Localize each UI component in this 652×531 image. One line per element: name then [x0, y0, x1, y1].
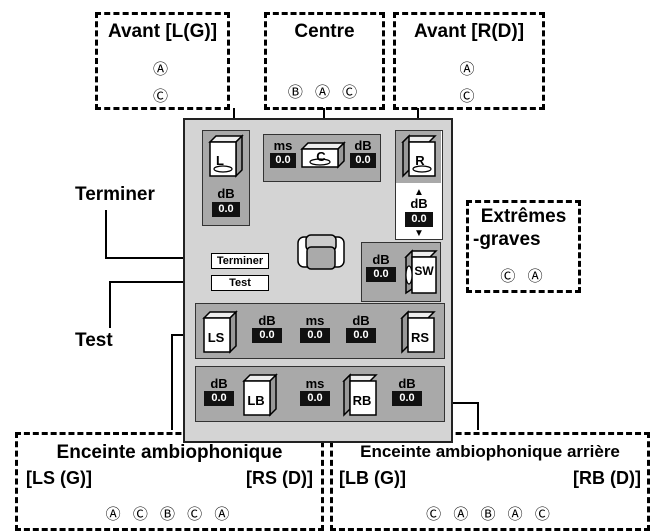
surround-title: Enceinte ambiophonique: [56, 442, 283, 463]
subwoofer-db-value[interactable]: 0.0: [366, 267, 396, 282]
front-right-speaker-label: R: [415, 153, 425, 168]
front-left-box: Avant [L(G)] Ⓐ Ⓒ: [95, 12, 230, 110]
subwoofer-codes: Ⓒ Ⓐ: [500, 268, 547, 285]
center-box: Centre Ⓑ Ⓐ Ⓒ: [264, 12, 385, 110]
surround-left-speaker-icon: [202, 310, 238, 354]
front-right-box: Avant [R(D)] Ⓐ Ⓒ: [393, 12, 545, 110]
front-left-panel: L dB 0.0: [202, 130, 250, 226]
subwoofer-speaker-icon: [404, 249, 438, 295]
center-db-value[interactable]: 0.0: [350, 153, 376, 168]
up-arrow-icon[interactable]: ▲: [414, 187, 424, 198]
surround-left-db-value[interactable]: 0.0: [252, 328, 282, 343]
front-left-db-value[interactable]: 0.0: [212, 202, 240, 217]
terminer-label: Terminer: [75, 184, 155, 205]
surround-right-speaker-icon: [400, 310, 436, 354]
surround-back-left-db-unit: dB: [210, 376, 228, 391]
speaker-room: L dB 0.0 ms 0.0 C dB 0.0 R ▲ dB 0.0 ▼: [183, 118, 453, 443]
surround-back-ms-unit: ms: [305, 376, 325, 391]
surround-codes: Ⓐ Ⓒ Ⓑ Ⓒ Ⓐ: [105, 506, 234, 523]
center-panel: ms 0.0 C dB 0.0: [263, 134, 381, 182]
center-speaker-icon: [300, 141, 346, 169]
front-left-title: Avant [L(G)]: [107, 21, 218, 42]
surround-back-codes: Ⓒ Ⓐ Ⓑ Ⓐ Ⓒ: [426, 506, 554, 523]
center-ms-unit: ms: [273, 138, 293, 153]
center-db-unit: dB: [354, 138, 372, 153]
line-test: [109, 281, 212, 328]
terminer-button[interactable]: Terminer: [211, 253, 269, 269]
surround-left-speaker-label: LS: [207, 330, 225, 345]
subwoofer-panel: dB 0.0 SW: [361, 242, 441, 302]
front-left-code-1: Ⓐ: [152, 61, 172, 78]
surround-ms-value[interactable]: 0.0: [300, 328, 330, 343]
test-button[interactable]: Test: [211, 275, 269, 291]
surround-right-db-value[interactable]: 0.0: [346, 328, 376, 343]
surround-back-right: [RB (D)]: [573, 468, 641, 488]
subwoofer-db-unit: dB: [372, 252, 390, 267]
surround-back-panel: dB 0.0 LB ms 0.0 RB dB 0.0: [195, 366, 445, 422]
surround-right-speaker-label: RS: [410, 330, 430, 345]
listener-chair-icon: [297, 234, 345, 270]
surround-back-right-speaker-label: RB: [352, 393, 372, 408]
line-terminer: [105, 210, 212, 259]
surround-back-left: [LB (G)]: [339, 468, 406, 488]
test-label: Test: [75, 330, 113, 351]
subwoofer-box: Extrêmes -graves Ⓒ Ⓐ: [466, 200, 581, 293]
surround-back-ms-value[interactable]: 0.0: [300, 391, 330, 406]
front-right-speaker-icon: [401, 134, 437, 178]
center-speaker-label: C: [316, 149, 326, 164]
surround-back-right-speaker-icon: [342, 373, 378, 417]
front-right-code-2: Ⓒ: [459, 88, 479, 105]
front-right-code-1: Ⓐ: [459, 61, 479, 78]
front-right-title: Avant [R(D)]: [413, 21, 525, 42]
center-codes: Ⓑ Ⓐ Ⓒ: [287, 84, 362, 101]
surround-back-right-db-unit: dB: [398, 376, 416, 391]
surround-ms-unit: ms: [305, 313, 325, 328]
front-right-db-unit: dB: [410, 196, 428, 211]
subwoofer-title-2: -graves: [473, 229, 541, 250]
surround-back-right-db-value[interactable]: 0.0: [392, 391, 422, 406]
front-left-speaker-icon: [208, 134, 244, 178]
down-arrow-icon[interactable]: ▼: [414, 228, 424, 239]
surround-right-db-unit: dB: [352, 313, 370, 328]
surround-left-db-unit: dB: [258, 313, 276, 328]
front-left-code-2: Ⓒ: [152, 88, 172, 105]
surround-panel: LS dB 0.0 ms 0.0 dB 0.0 RS: [195, 303, 445, 359]
center-ms-value[interactable]: 0.0: [270, 153, 296, 168]
surround-right: [RS (D)]: [246, 468, 313, 488]
subwoofer-speaker-label: SW: [414, 264, 434, 278]
surround-back-left-speaker-icon: [242, 373, 278, 417]
surround-back-box: Enceinte ambiophonique arrière [LB (G)] …: [330, 432, 650, 531]
center-title: Centre: [294, 21, 355, 42]
front-left-db-unit: dB: [217, 186, 235, 201]
front-right-panel: R ▲ dB 0.0 ▼: [395, 130, 443, 240]
surround-back-left-db-value[interactable]: 0.0: [204, 391, 234, 406]
subwoofer-title-1: Extrêmes: [480, 206, 567, 227]
front-left-speaker-label: L: [216, 153, 224, 168]
surround-box: Enceinte ambiophonique [LS (G)] [RS (D)]…: [15, 432, 324, 531]
front-right-db-value[interactable]: 0.0: [405, 212, 433, 227]
surround-left: [LS (G)]: [26, 468, 92, 488]
surround-back-left-speaker-label: LB: [247, 393, 265, 408]
surround-back-title: Enceinte ambiophonique arrière: [360, 442, 620, 461]
